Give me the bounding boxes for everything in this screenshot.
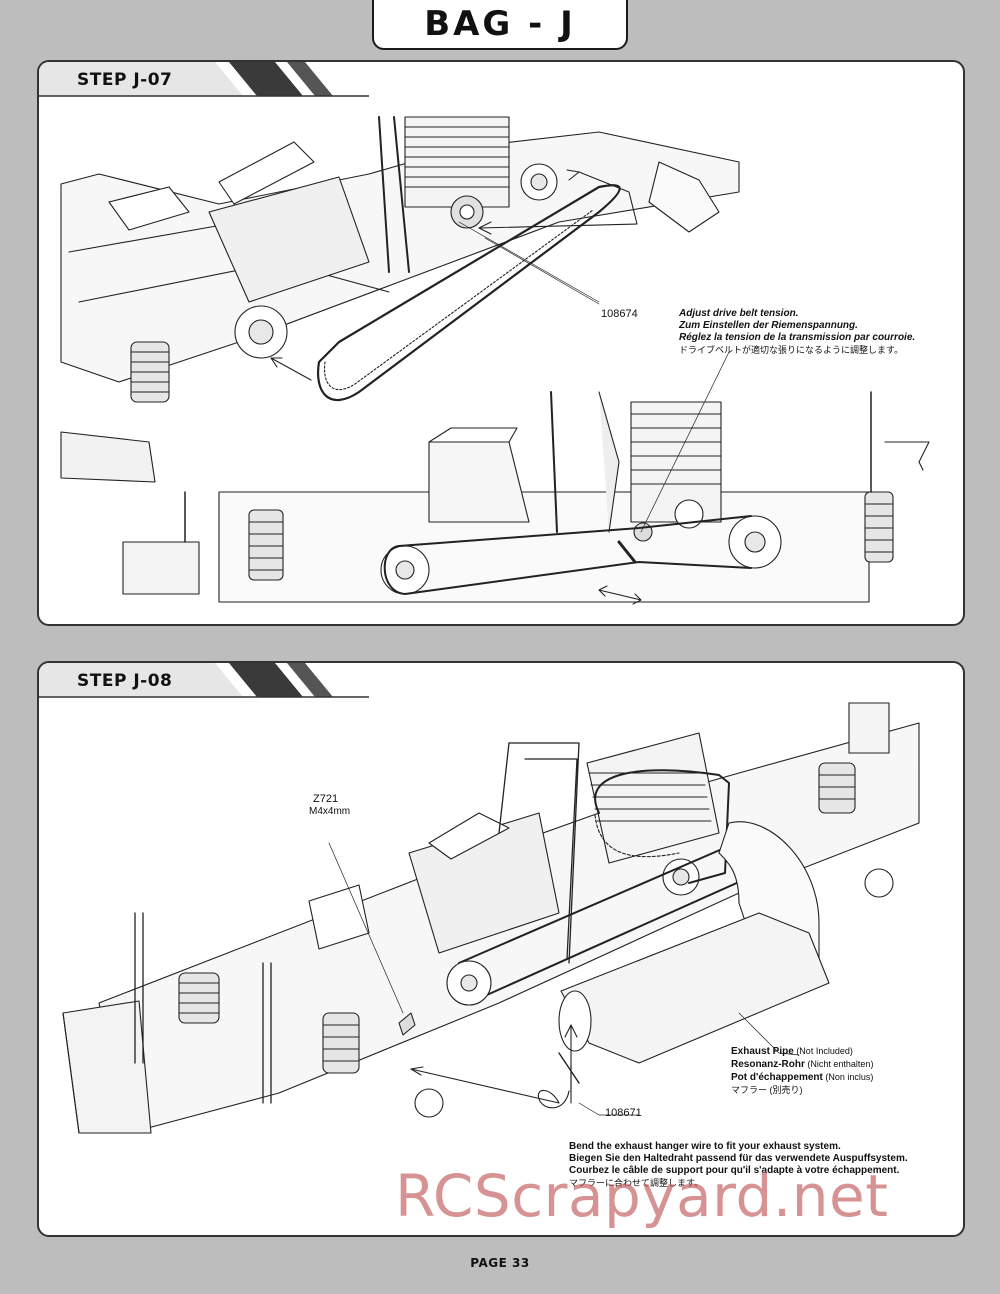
chassis-belt-diagram — [60, 116, 930, 605]
step-label-j08: STEP J-08 — [77, 671, 173, 691]
step-j08-panel: STEP J-08 — [37, 661, 965, 1237]
part-number-108674: 108674 — [601, 308, 638, 320]
note-line-jp: ドライブベルトが適切な張りになるように調整します。 — [679, 345, 904, 355]
exhaust-en-sub: (Not Included) — [793, 1046, 853, 1056]
note-line-fr: Réglez la tension de la transmission par… — [679, 332, 916, 343]
screw-size: M4x4mm — [309, 806, 351, 817]
step-j07-panel: STEP J-07 — [37, 60, 965, 626]
note-line-de: Zum Einstellen der Riemenspannung. — [679, 320, 858, 331]
exhaust-fr-sub: (Non inclus) — [822, 1072, 874, 1082]
step-header-stripes — [39, 62, 369, 97]
hanger-note-de: Biegen Sie den Haltedraht passend für da… — [569, 1153, 908, 1164]
site-watermark: RCScrapyard.net — [395, 1162, 889, 1230]
exhaust-en: Exhaust Pipe — [731, 1046, 794, 1057]
exhaust-jp-sub: (別売り) — [767, 1085, 803, 1095]
hanger-wire-note: Bend the exhaust hanger wire to fit your… — [569, 1141, 908, 1189]
exhaust-pipe-label: Exhaust Pipe (Not Included) Resonanz-Roh… — [731, 1045, 873, 1096]
step-label-j07: STEP J-07 — [77, 70, 173, 90]
part-number-108671: 108671 — [605, 1107, 642, 1119]
page-number: PAGE 33 — [470, 1256, 530, 1270]
note-line-en: Adjust drive belt tension. — [679, 308, 799, 319]
bag-title: BAG - J — [424, 4, 576, 44]
exhaust-fr: Pot d'échappement — [731, 1072, 823, 1083]
exhaust-de-sub: (Nicht enthalten) — [804, 1059, 874, 1069]
exhaust-jp: マフラー — [731, 1085, 768, 1095]
belt-tension-note: Adjust drive belt tension. Zum Einstelle… — [679, 308, 915, 356]
exhaust-mount-diagram — [62, 702, 920, 1134]
bag-title-tab: BAG - J — [372, 0, 628, 50]
screw-part-z721: Z721 — [313, 793, 339, 805]
hanger-note-fr: Courbez le câble de support pour qu'il s… — [569, 1165, 900, 1176]
hanger-note-jp: マフラーに合わせて調整します。 — [569, 1178, 704, 1188]
exhaust-de: Resonanz-Rohr — [731, 1059, 805, 1070]
hanger-note-en: Bend the exhaust hanger wire to fit your… — [569, 1141, 841, 1152]
step-header-stripes — [39, 663, 369, 698]
